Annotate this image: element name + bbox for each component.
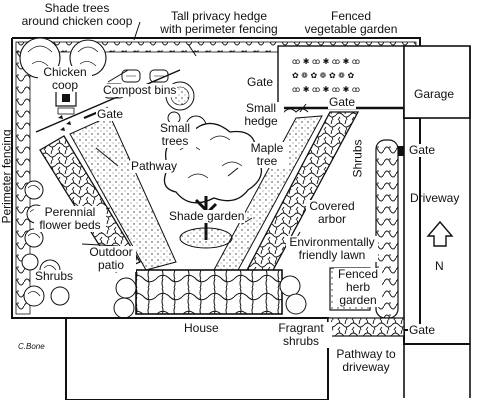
lawn-label: Environmentally friendly lawn <box>286 236 378 262</box>
perimeter-fencing-label: Perimeter fencing <box>0 129 14 224</box>
compost-bins-label: Compost bins <box>102 83 178 97</box>
north-label: N <box>435 259 444 273</box>
shrubs-right-label: Shrubs <box>350 139 365 178</box>
driveway-label: Driveway <box>410 191 460 205</box>
perennial-beds-label: Perennial flower beds <box>34 206 106 232</box>
privacy-hedge-label: Tall privacy hedge with perimeter fencin… <box>160 9 278 36</box>
right-gate <box>398 146 404 156</box>
small-hedge-label: Small hedge <box>238 102 284 128</box>
pathway-driveway-label: Pathway to driveway <box>336 347 396 374</box>
svg-text:ꝏ ✱ ꝏ ✱ ꝏ ✱ ꝏ: ꝏ ✱ ꝏ ✱ ꝏ ✱ ꝏ <box>292 57 360 66</box>
gate-left-label: Gate <box>96 107 125 121</box>
chicken-coop-label: Chicken coop <box>38 66 92 92</box>
gate-veg-label: Gate <box>328 95 357 109</box>
patio <box>135 269 283 315</box>
covered-arbor-label: Covered arbor <box>306 200 358 226</box>
shrubs-left-label: Shrubs <box>34 269 75 283</box>
gate-right-label: Gate <box>408 143 437 157</box>
shade-trees-label: Shade trees around chicken coop <box>21 1 133 28</box>
vegetable-garden-label: Fenced vegetable garden <box>304 9 398 36</box>
house-label: House <box>184 321 219 335</box>
svg-text:✿ ❁ ✿ ❁ ✿ ❁ ✿: ✿ ❁ ✿ ❁ ✿ ❁ ✿ <box>292 71 354 80</box>
shade-garden-label: Shade garden <box>168 209 246 223</box>
path-to-driveway <box>327 317 405 337</box>
fragrant-shrubs-label: Fragrant shrubs <box>270 322 332 348</box>
gate-bottom-label: Gate <box>408 323 437 337</box>
svg-text:ꝏ ✱ ꝏ ✱ ꝏ ✱ ꝏ: ꝏ ✱ ꝏ ✱ ꝏ ✱ ꝏ <box>292 85 360 94</box>
maple-tree-label: Maple tree <box>246 142 288 168</box>
north-arrow-icon <box>426 220 454 247</box>
garage <box>403 45 471 119</box>
pathway-label: Pathway <box>130 159 179 173</box>
perennial-bed <box>69 115 177 271</box>
herb-garden-label: Fenced herb garden <box>334 268 382 307</box>
garage-label: Garage <box>414 87 455 101</box>
outdoor-patio-label: Outdoor patio <box>86 246 136 272</box>
signature: C.Bone <box>18 342 45 351</box>
gate-top-label: Gate <box>246 75 275 89</box>
small-trees-label: Small trees <box>154 122 196 148</box>
